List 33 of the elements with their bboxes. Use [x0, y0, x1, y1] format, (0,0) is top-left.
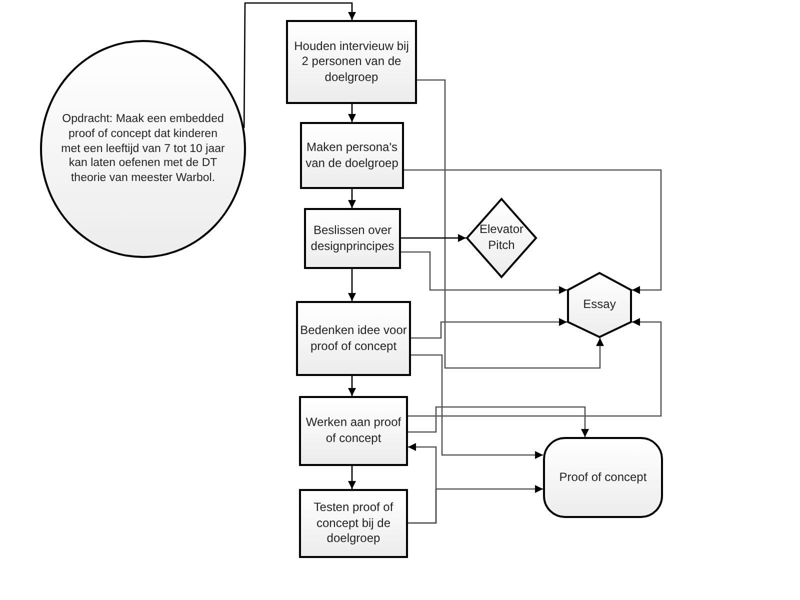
- node-label: Proof of concept: [559, 470, 647, 486]
- node-label: Bedenken idee voor proof of concept: [300, 322, 407, 354]
- node-label: Testen proof of concept bij de doelgroep: [312, 500, 394, 547]
- node-label: Opdracht: Maak een embedded proof of concept dat kinderen met een leeftijd van 7 tot 10 jaar kan laten oefenen met de DT theorie van meester Warbol.: [60, 112, 226, 186]
- connector-arrow: [401, 251, 567, 294]
- connector-arrow: [348, 104, 356, 122]
- process-box: [299, 396, 408, 466]
- process-box: [296, 301, 411, 376]
- connector-arrow: [404, 169, 662, 294]
- process-box: [299, 489, 408, 558]
- connector-arrow: [408, 318, 662, 417]
- process-box: [300, 122, 404, 189]
- connector-arrow: [348, 269, 356, 301]
- node-label: Elevator Pitch: [478, 221, 525, 254]
- process-box: [286, 20, 417, 104]
- connector-arrow: [411, 318, 567, 339]
- connector-arrow: [401, 234, 466, 242]
- connector-arrow: [408, 406, 589, 437]
- decision-diamond: [466, 198, 537, 278]
- connector-arrow: [417, 79, 604, 369]
- connector-arrow: [348, 466, 356, 489]
- connector-arrow: [348, 189, 356, 208]
- node-label: Maken persona's van de doelgroep: [304, 140, 400, 172]
- deliverable-hexagon: [567, 272, 632, 338]
- connector-arrow: [348, 376, 356, 396]
- node-label: Houden intervieuw bij 2 personen van de doelgroep: [293, 38, 410, 86]
- node-label: Essay: [583, 297, 616, 313]
- process-box: [304, 208, 401, 269]
- result-box: [543, 437, 663, 518]
- node-label: Beslissen over designprincipes: [310, 222, 396, 254]
- connector-arrow: [411, 354, 543, 459]
- connector-arrow: [408, 485, 543, 524]
- node-label: Werken aan proof of concept: [304, 415, 402, 447]
